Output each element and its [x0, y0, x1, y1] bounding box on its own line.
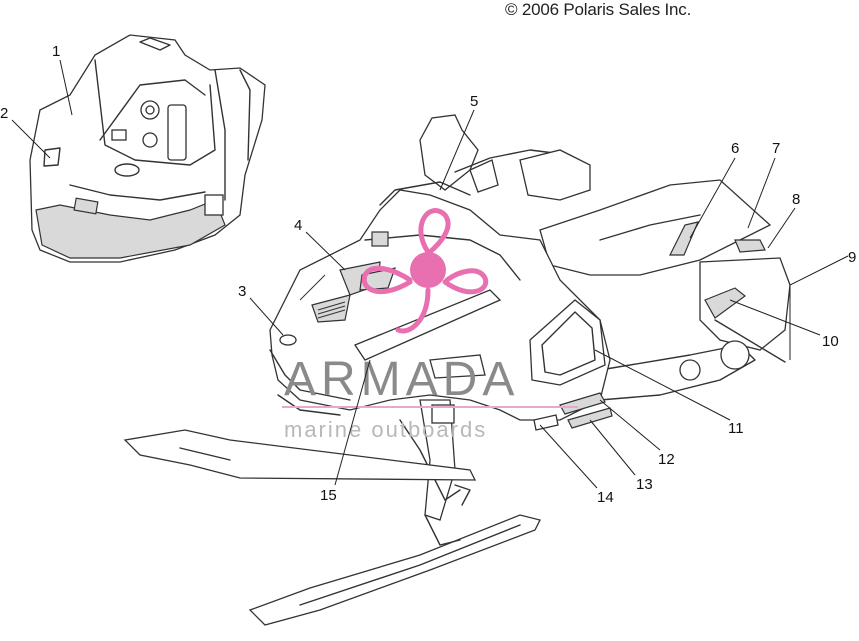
callout-8: 8	[792, 191, 800, 208]
leader-lines	[11, 59, 849, 489]
callout-15: 15	[320, 487, 337, 504]
callout-9: 9	[848, 249, 856, 266]
watermark-tagline: marine outboards	[284, 417, 487, 442]
callout-2: 2	[0, 105, 8, 122]
armada-logo-icon	[361, 208, 489, 334]
callout-4: 4	[294, 217, 302, 234]
callout-6: 6	[731, 140, 739, 157]
callout-5: 5	[470, 93, 478, 110]
callout-11: 11	[728, 420, 744, 437]
callout-3: 3	[238, 283, 246, 300]
callout-1: 1	[52, 43, 60, 60]
callout-10: 10	[822, 333, 839, 350]
copyright-notice: © 2006 Polaris Sales Inc.	[505, 0, 692, 19]
snowmobile-main	[123, 114, 791, 626]
armada-watermark: ARMADA marine outboards	[282, 208, 578, 442]
callout-12: 12	[658, 451, 675, 468]
callout-7: 7	[772, 140, 780, 157]
callout-13: 13	[636, 476, 653, 493]
callout-14: 14	[597, 489, 614, 506]
watermark-brand: ARMADA	[284, 353, 519, 406]
instrument-pod-inset	[29, 34, 266, 263]
callout-labels: 1 2 3 4 5 6 7 8 9 10 11 12 13 14 15	[0, 43, 856, 506]
